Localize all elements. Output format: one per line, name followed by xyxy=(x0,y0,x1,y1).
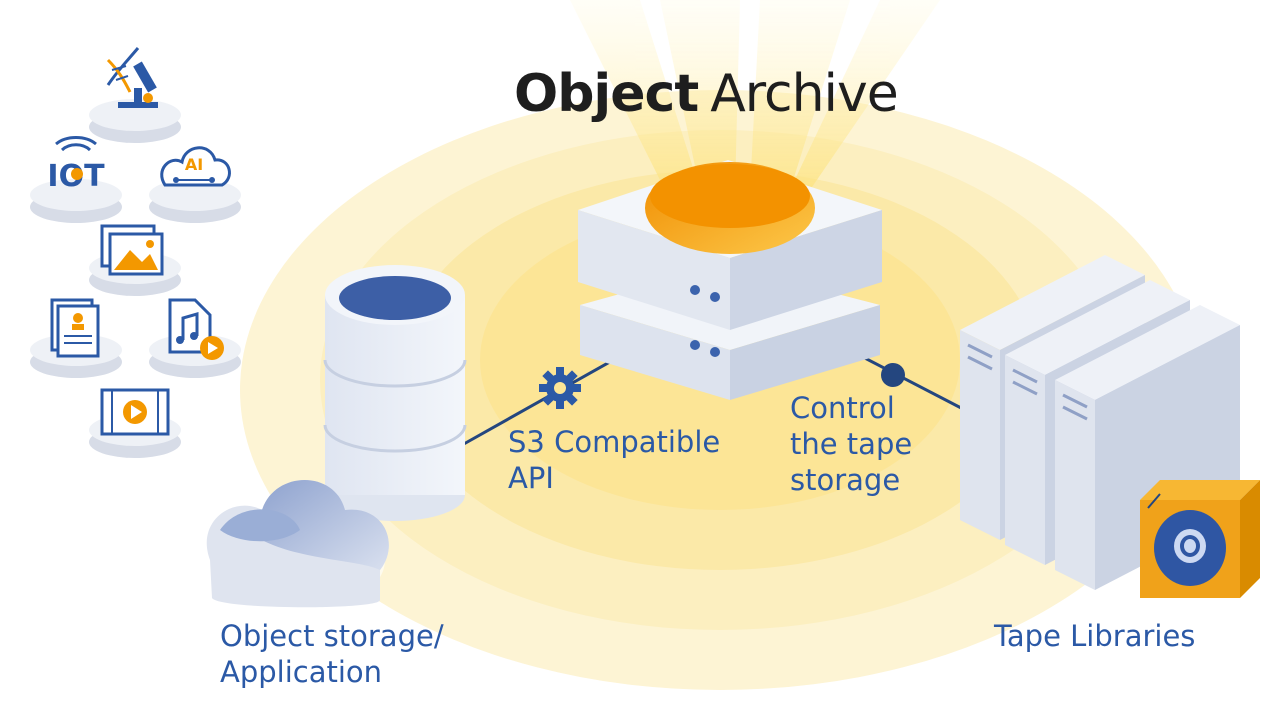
title-part-archive: Archive xyxy=(710,64,899,124)
music-file-icon xyxy=(168,298,224,360)
video-icon xyxy=(100,388,170,436)
archive-server-icon xyxy=(578,160,882,400)
control-node-icon xyxy=(881,363,905,387)
ai-cloud-icon: AI xyxy=(160,146,231,187)
control-label-line3: storage xyxy=(790,463,901,497)
api-label-line1: S3 Compatible xyxy=(508,425,721,459)
iot-icon: IOT xyxy=(47,136,105,194)
storage-label: Object storage/ Application xyxy=(220,618,444,690)
microscope-icon xyxy=(106,47,158,108)
control-label: Control the tape storage xyxy=(790,390,912,498)
tape-cartridge-icon xyxy=(1140,480,1260,598)
pedestal-ai xyxy=(149,179,241,223)
image-icon xyxy=(100,224,164,276)
storage-label-line2: Application xyxy=(220,655,383,689)
cloud-icon xyxy=(185,480,389,615)
gear-icon xyxy=(539,367,581,409)
database-icon xyxy=(323,265,467,521)
tape-library-icon xyxy=(960,255,1240,590)
control-label-line1: Control xyxy=(790,391,895,425)
svg-text:AI: AI xyxy=(185,155,203,174)
pedestal-iot xyxy=(30,179,122,223)
document-icon xyxy=(50,298,100,358)
api-label-line2: API xyxy=(508,461,554,495)
light-beams xyxy=(570,0,940,190)
control-label-line2: the tape xyxy=(790,427,913,461)
api-label: S3 Compatible API xyxy=(508,424,720,496)
title-part-object: Object xyxy=(514,64,699,124)
tape-label-line1: Tape Libraries xyxy=(994,619,1196,653)
storage-label-line1: Object storage/ xyxy=(220,619,444,653)
tape-label: Tape Libraries xyxy=(994,618,1195,654)
